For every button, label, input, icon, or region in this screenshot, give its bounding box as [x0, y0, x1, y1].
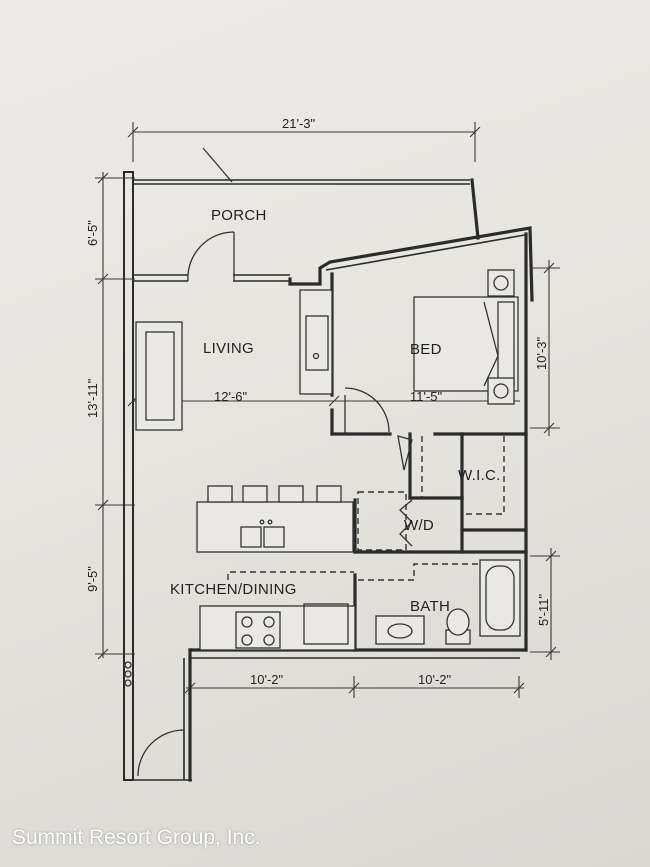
dim-kitchen-depth: 9'-5"	[85, 566, 100, 592]
dim-bed-width: 11'-5"	[410, 389, 443, 404]
room-label-bed: BED	[410, 341, 442, 358]
fixtures	[135, 269, 521, 651]
dim-porch-depth: 6'-5"	[85, 220, 100, 246]
room-label-kitchen-dining: KITCHEN/DINING	[170, 581, 297, 598]
dim-overall-width: 21'-3"	[282, 116, 316, 131]
dim-bed-depth: 10'-3"	[534, 336, 549, 370]
room-label-porch: PORCH	[211, 207, 267, 224]
dim-kitchen-width: 10'-2"	[250, 672, 284, 687]
room-label-wd: W/D	[404, 517, 434, 534]
dim-bath-width: 10'-2"	[418, 672, 452, 687]
room-labels: PORCH LIVING BED W.I.C. W/D KITCHEN/DINI…	[170, 207, 501, 615]
dimension-lines	[95, 122, 560, 698]
watermark-text: Summit Resort Group, Inc.	[12, 826, 261, 849]
room-label-living: LIVING	[203, 340, 254, 357]
dim-bath-depth: 5'-11"	[536, 593, 551, 626]
dim-living-width: 12'-6"	[214, 389, 248, 404]
dimension-labels: 21'-3" 6'-5" 13'-11" 9'-5" 12'-6" 11'-5"…	[85, 116, 551, 687]
dim-living-depth: 13'-11"	[85, 378, 100, 418]
doors	[124, 147, 413, 778]
room-label-bath: BATH	[410, 598, 450, 615]
room-label-wic: W.I.C.	[458, 467, 501, 484]
